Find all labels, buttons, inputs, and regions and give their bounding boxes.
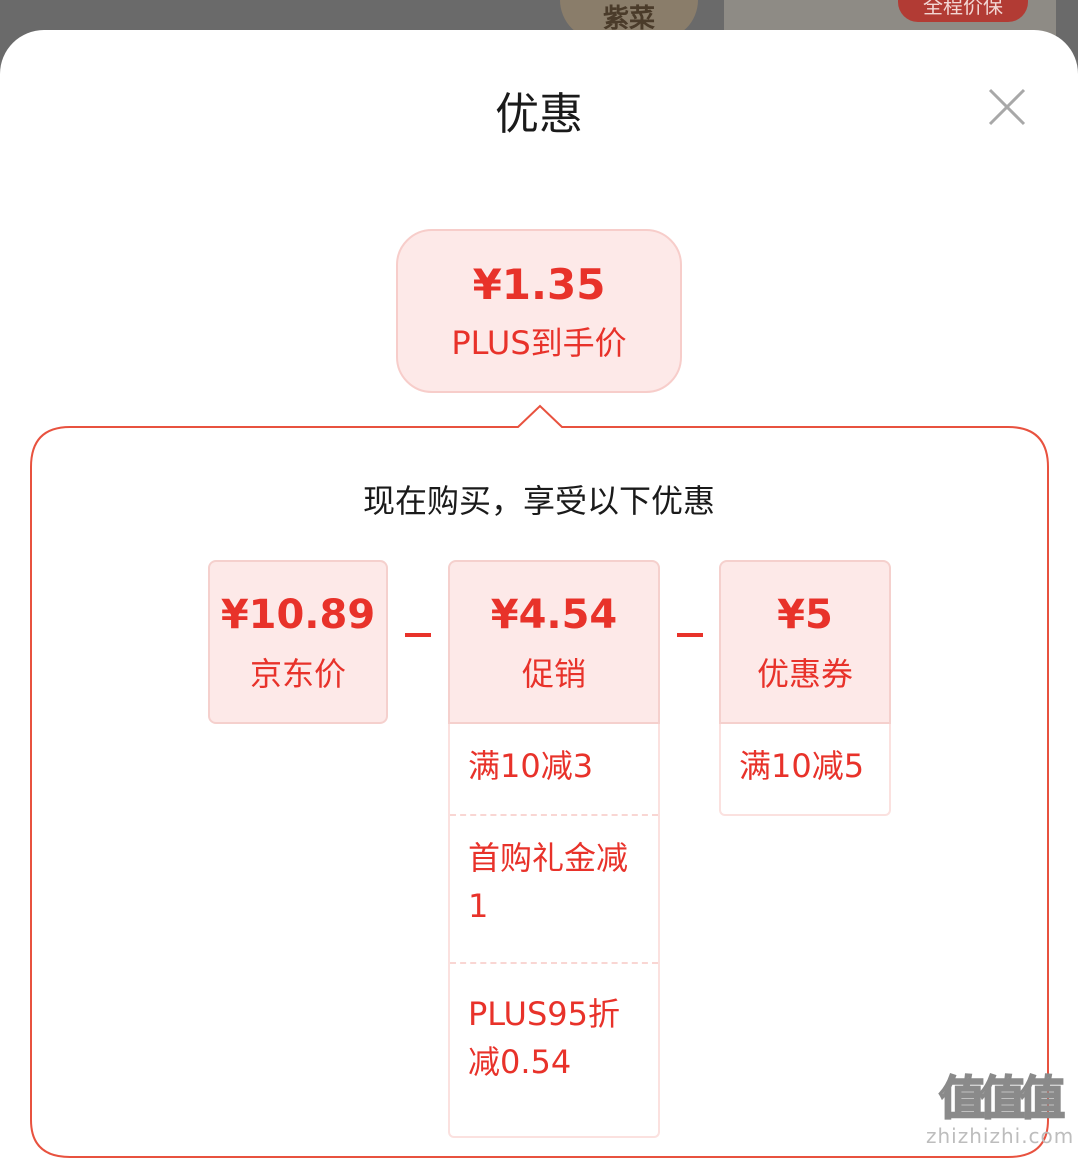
coupon-detail-list: 满10减5	[719, 724, 891, 816]
watermark-logo: 值值值	[938, 1071, 1066, 1125]
background-badge-text: 紫菜	[602, 3, 655, 34]
background-price-protection-pill: 全程价保	[898, 0, 1028, 22]
promotion-item-plus-discount: PLUS95折减0.54	[450, 962, 658, 1110]
promotion-card: ¥4.54 促销	[448, 560, 660, 724]
coupon-value: ¥5	[777, 592, 833, 638]
promotion-item-first-purchase: 首购礼金减1	[450, 814, 658, 962]
breakdown-heading: 现在购买，享受以下优惠	[362, 482, 715, 520]
coupon-card: ¥5 优惠券	[719, 560, 891, 724]
promotion-item-full-reduction: 满10减3	[468, 747, 594, 785]
background-pill-text: 全程价保	[923, 0, 1003, 18]
watermark-url: zhizhizhi.com	[926, 1124, 1075, 1148]
close-icon[interactable]	[986, 86, 1028, 128]
minus-sign	[677, 633, 703, 637]
promotion-label: 促销	[521, 655, 586, 693]
minus-sign	[405, 633, 431, 637]
watermark: 值值值 zhizhizhi.com	[926, 1071, 1075, 1156]
promotion-value: ¥4.54	[490, 592, 618, 638]
final-price-value: ¥1.35	[472, 260, 606, 309]
final-price-label: PLUS到手价	[451, 324, 627, 362]
discount-sheet: 优惠 ¥1.35 PLUS到手价 现在购买，享受以下优惠 ¥10.89 京东价 …	[0, 30, 1078, 1160]
jd-price-label: 京东价	[249, 655, 346, 693]
coupon-label: 优惠券	[756, 655, 853, 693]
sheet-title: 优惠	[495, 89, 583, 140]
promotion-detail-list: 满10减3 首购礼金减1 PLUS95折减0.54	[448, 724, 660, 1138]
jd-price-card: ¥10.89 京东价	[208, 560, 388, 724]
coupon-item: 满10减5	[739, 747, 865, 785]
jd-price-value: ¥10.89	[220, 592, 376, 638]
final-price-bubble: ¥1.35 PLUS到手价	[396, 229, 682, 393]
price-breakdown-panel: 现在购买，享受以下优惠 ¥10.89 京东价 ¥4.54 促销 ¥5 优惠券 满…	[0, 400, 1078, 1160]
